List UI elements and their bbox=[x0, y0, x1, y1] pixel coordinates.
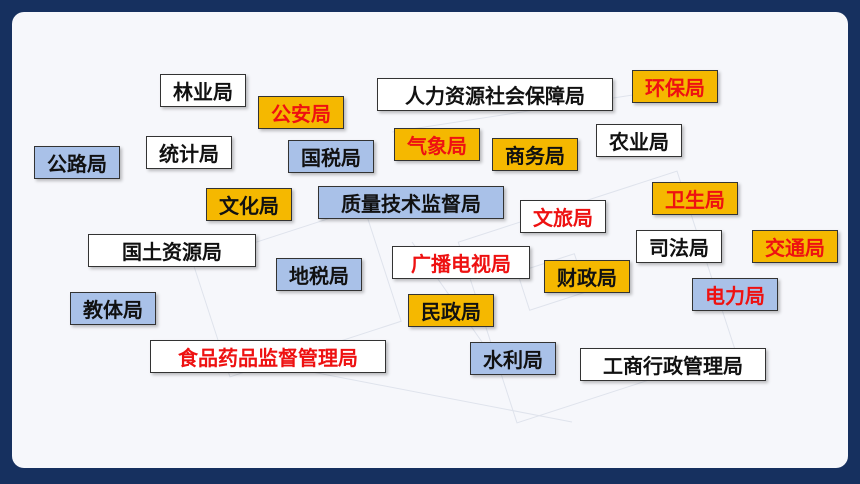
label-shipin: 食品药品监督管理局 bbox=[150, 340, 386, 373]
label-qixiang: 气象局 bbox=[394, 128, 480, 161]
label-nongye: 农业局 bbox=[596, 124, 682, 157]
label-shangwu: 商务局 bbox=[492, 138, 578, 171]
label-tongji: 统计局 bbox=[146, 136, 232, 169]
label-dianli: 电力局 bbox=[692, 278, 778, 311]
label-gongan: 公安局 bbox=[258, 96, 344, 129]
label-sifa: 司法局 bbox=[636, 230, 722, 263]
label-linye: 林业局 bbox=[160, 74, 246, 107]
label-guangbo: 广播电视局 bbox=[392, 246, 530, 279]
label-zhiliang: 质量技术监督局 bbox=[318, 186, 504, 219]
label-dishui: 地税局 bbox=[276, 258, 362, 291]
label-wenlv: 文旅局 bbox=[520, 200, 606, 233]
label-renli: 人力资源社会保障局 bbox=[377, 78, 613, 111]
label-guotu: 国土资源局 bbox=[88, 234, 256, 267]
label-jiaoti: 教体局 bbox=[70, 292, 156, 325]
label-weisheng: 卫生局 bbox=[652, 182, 738, 215]
label-gonglu: 公路局 bbox=[34, 146, 120, 179]
label-jiaotong: 交通局 bbox=[752, 230, 838, 263]
content-panel: 林业局 人力资源社会保障局 环保局 公安局 统计局 公路局 国税局 气象局 商务… bbox=[12, 12, 848, 468]
label-guoshui: 国税局 bbox=[288, 140, 374, 173]
label-wenhua: 文化局 bbox=[206, 188, 292, 221]
label-gongshang: 工商行政管理局 bbox=[580, 348, 766, 381]
label-minzheng: 民政局 bbox=[408, 294, 494, 327]
label-huanbao: 环保局 bbox=[632, 70, 718, 103]
label-caizheng: 财政局 bbox=[544, 260, 630, 293]
label-shuili: 水利局 bbox=[470, 342, 556, 375]
